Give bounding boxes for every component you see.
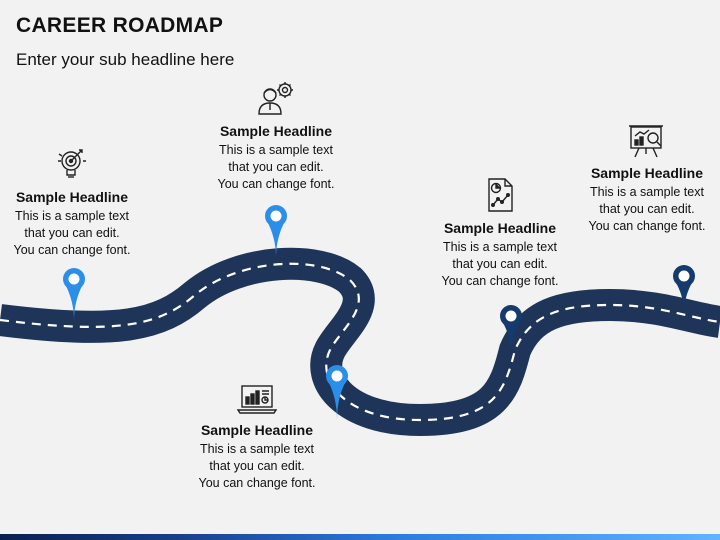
milestone-headline: Sample Headline (443, 220, 557, 236)
map-pin-5 (673, 265, 695, 314)
milestone-text-line: that you can edit. (209, 459, 305, 473)
milestone-headline: Sample Headline (200, 422, 314, 438)
milestone-4: Sample Headline This is a sample text th… (425, 177, 575, 290)
milestone-headline: Sample Headline (219, 123, 333, 139)
milestone-headline: Sample Headline (590, 165, 704, 181)
map-pin-1 (63, 268, 85, 321)
page-title: CAREER ROADMAP (16, 14, 224, 37)
milestone-2: Sample Headline This is a sample text th… (201, 80, 351, 193)
milestone-5: Sample Headline This is a sample text th… (572, 124, 720, 235)
laptop-chart-icon (237, 385, 277, 414)
lightbulb-target-icon (58, 149, 86, 178)
milestone-1: Sample Headline This is a sample text th… (0, 146, 147, 259)
road-center-line (0, 262, 720, 422)
milestone-text-line: This is a sample text (15, 209, 129, 223)
milestone-text-line: You can change font. (217, 177, 335, 191)
milestone-text-line: This is a sample text (443, 240, 557, 254)
person-gear-icon (258, 82, 293, 115)
milestone-text-line: This is a sample text (590, 185, 704, 199)
map-pin-2 (265, 205, 287, 258)
milestone-text-line: You can change font. (198, 476, 316, 490)
milestone-text-line: that you can edit. (228, 160, 324, 174)
milestone-text-line: that you can edit. (24, 226, 120, 240)
document-chart-icon (488, 178, 513, 212)
presentation-board-icon (629, 125, 663, 158)
map-pin-3 (326, 365, 348, 420)
footer-gradient-bar (0, 534, 720, 540)
milestone-text-line: This is a sample text (219, 143, 333, 157)
milestone-text-line: This is a sample text (200, 442, 314, 456)
milestone-3: Sample Headline This is a sample text th… (182, 383, 332, 492)
page-subtitle: Enter your sub headline here (16, 50, 235, 69)
milestone-text-line: You can change font. (13, 243, 131, 257)
map-pin-4 (500, 305, 522, 356)
milestone-text-line: You can change font. (441, 274, 559, 288)
milestone-text-line: You can change font. (588, 219, 706, 233)
road-surface (0, 247, 720, 437)
milestone-headline: Sample Headline (15, 189, 129, 205)
milestone-text-line: that you can edit. (452, 257, 548, 271)
milestone-text-line: that you can edit. (599, 202, 695, 216)
